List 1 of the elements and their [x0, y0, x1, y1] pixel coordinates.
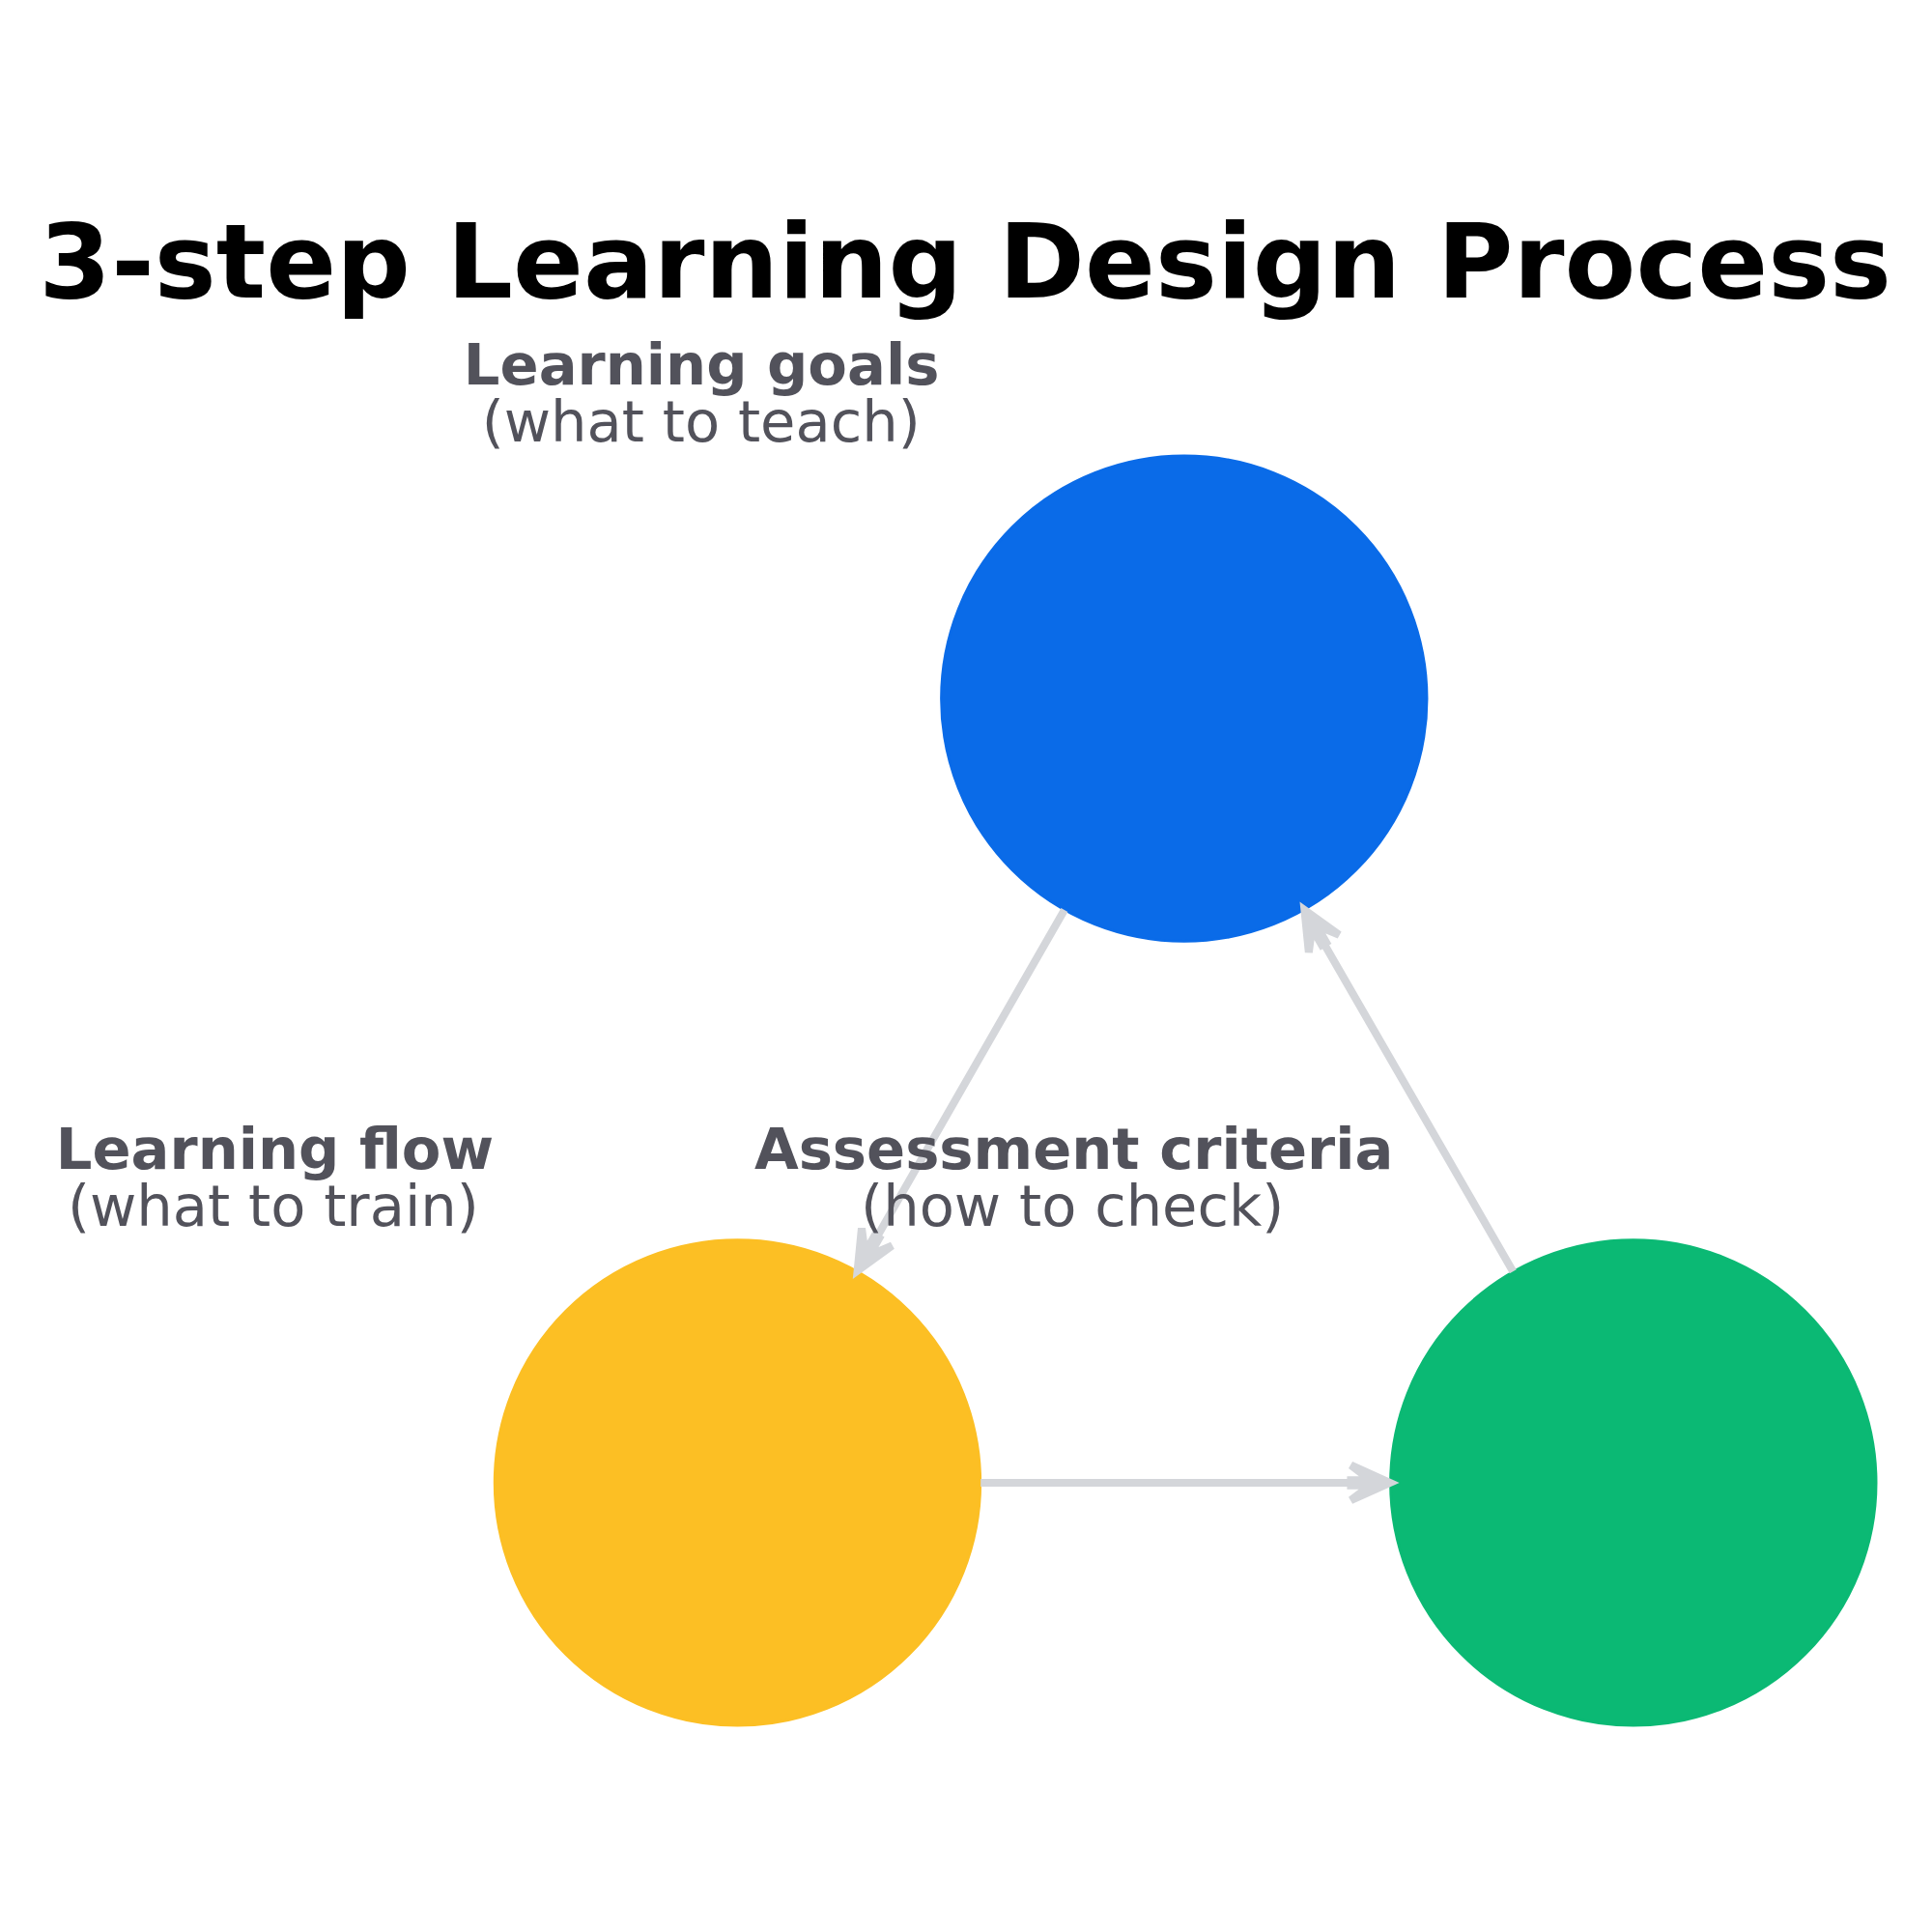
diagram-title: 3-step Learning Design Process	[39, 200, 1892, 322]
